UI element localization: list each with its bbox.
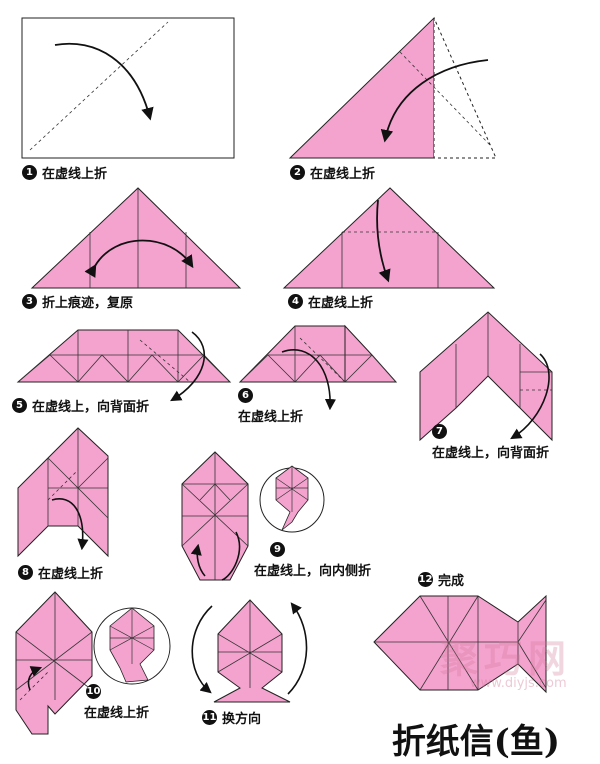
step-12-caption: 12 完成: [418, 570, 464, 589]
fold-arrow: [27, 666, 43, 691]
step-3-caption: 3 折上痕迹，复原: [22, 292, 133, 311]
fold-arrow: [376, 199, 391, 283]
step-number-badge: 12: [418, 572, 433, 587]
step-number-badge: 2: [290, 165, 305, 180]
step-number-badge: 9: [270, 542, 285, 557]
rotate-arrow: [287, 602, 308, 695]
step-11-figure: [191, 599, 308, 703]
step-number-badge: 11: [202, 710, 217, 725]
step-number-badge: 5: [12, 398, 27, 413]
step-caption-text: 在虚线上折: [238, 410, 304, 425]
step-1-figure: [21, 17, 235, 159]
step-2-figure: [288, 16, 497, 159]
page-title: 折纸信(鱼): [391, 722, 560, 762]
watermark-url: www.diyjs.com: [470, 676, 567, 691]
step-caption-text: 在虚线上折: [310, 167, 376, 182]
step-caption-text: 在虚线上折: [38, 567, 104, 582]
fold-arrow: [54, 42, 154, 121]
fold-arrow: [170, 331, 206, 402]
step-6-figure: [238, 324, 398, 411]
fold-arrow: [281, 349, 337, 411]
step-9-caption: 9 在虚线上，向内侧折: [254, 542, 371, 579]
step-number-badge: 10: [86, 684, 101, 699]
fold-arrow: [84, 239, 194, 278]
step-9-figure: [181, 451, 249, 581]
step-8-figure: [17, 427, 109, 558]
step-12-fish: [373, 594, 547, 694]
step-caption-text: 完成: [438, 574, 465, 589]
fold-arrow: [190, 543, 206, 577]
fold-arrow: [221, 531, 241, 581]
step-number-badge: 4: [288, 294, 303, 309]
step-6-caption: 6 在虚线上折: [238, 388, 303, 425]
fold-arrow: [380, 59, 489, 143]
step-number-badge: 7: [432, 424, 447, 439]
step-5-caption: 5 在虚线上，向背面折: [12, 396, 149, 415]
step-10-detail-circle: [93, 607, 171, 685]
watermark: 聚巧网: [440, 636, 573, 681]
step-2-caption: 2 在虚线上折: [290, 163, 375, 182]
step-7-figure: [419, 311, 553, 442]
step-caption-text: 在虚线上，向背面折: [32, 400, 150, 415]
step-4-caption: 4 在虚线上折: [288, 292, 373, 311]
step-number-badge: 3: [22, 294, 37, 309]
step-caption-text: 换方向: [222, 712, 262, 727]
step-caption-text: 在虚线上，向背面折: [432, 446, 550, 461]
fold-arrow: [51, 498, 89, 551]
step-number-badge: 6: [238, 388, 253, 403]
step-1-caption: 1 在虚线上折: [22, 163, 107, 182]
step-7-caption: 7 在虚线上，向背面折: [432, 424, 549, 461]
step-caption-text: 在虚线上折: [84, 706, 150, 721]
step-number-badge: 1: [22, 165, 37, 180]
step-10-caption: 10 在虚线上折: [84, 684, 149, 721]
step-3-figure: [30, 187, 242, 289]
step-4-figure: [282, 187, 496, 289]
step-9-detail-circle: [259, 465, 325, 533]
step-caption-text: 折上痕迹，复原: [42, 296, 134, 311]
step-10-figure: [15, 591, 93, 735]
step-11-caption: 11 换方向: [202, 708, 261, 727]
step-caption-text: 在虚线上折: [308, 296, 374, 311]
fold-arrow: [510, 353, 550, 440]
step-caption-text: 在虚线上，向内侧折: [254, 564, 372, 579]
step-caption-text: 在虚线上折: [42, 167, 108, 182]
step-8-caption: 8 在虚线上折: [18, 563, 103, 582]
rotate-arrow: [191, 605, 213, 694]
step-number-badge: 8: [18, 565, 33, 580]
step-5-figure: [16, 329, 232, 402]
